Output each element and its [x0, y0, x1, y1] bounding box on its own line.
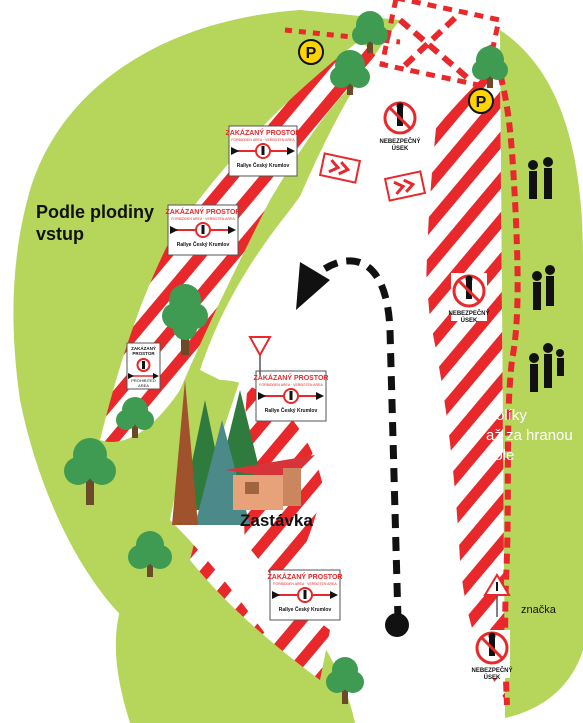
danger-sign: NEBEZPEČNÝ ÚSEK	[448, 273, 490, 324]
small-board-subtitle-1: PROHIBITED	[131, 378, 156, 383]
restricted-area-board: ZAKÁZANÝ PROSTOR FORBIDDEN AREA · VERBOT…	[166, 204, 241, 256]
barrier-tape-top	[284, 27, 401, 45]
tree-icon	[128, 531, 172, 577]
pegs-label-line3: pole	[486, 447, 514, 464]
danger-sign-text-1: NEBEZPEČNÝ	[471, 667, 512, 674]
danger-zone-right	[419, 60, 505, 700]
spectators-icon	[528, 157, 564, 392]
danger-zone-left	[100, 40, 380, 442]
restricted-board-title: ZAKÁZANÝ PROSTOR	[268, 572, 343, 581]
tree-icon	[330, 50, 370, 95]
pegs-label-line2: až za hranou	[486, 427, 573, 444]
danger-sign-text-1: NEBEZPEČNÝ	[379, 138, 420, 145]
restricted-board-event: Rallye Český Krumlov	[177, 241, 230, 248]
restricted-area-board-small: ZAKÁZANÝ PROSTOR PROHIBITED AREA	[126, 342, 161, 390]
danger-sign: NEBEZPEČNÝ ÚSEK	[379, 101, 421, 152]
field-bottom	[115, 520, 355, 723]
restricted-board-subtitle: FORBIDDEN AREA · VERBOTEN AREA	[231, 138, 295, 142]
barrier-junction	[379, 0, 502, 90]
warning-sign-icon	[483, 573, 511, 617]
tree-icon	[64, 438, 116, 505]
parking-label: P	[476, 94, 487, 111]
route-start-dot	[385, 613, 409, 637]
yield-sign-icon	[248, 336, 272, 375]
crop-field-label-line1: Podle plodiny	[36, 202, 154, 222]
restricted-board-title: ZAKÁZANÝ PROSTOR	[226, 128, 301, 137]
barrier-tape-right	[487, 43, 521, 706]
restricted-board-subtitle: FORBIDDEN AREA · VERBOTEN AREA	[259, 383, 323, 387]
crop-field-label-line2: vstup	[36, 224, 84, 244]
parking-sign-icon: P	[298, 39, 324, 65]
tall-tree-trunk	[172, 380, 198, 525]
trees	[64, 11, 508, 704]
restricted-area-board: ZAKÁZANÝ PROSTOR FORBIDDEN AREA · VERBOT…	[226, 125, 301, 177]
restricted-board-event: Rallye Český Krumlov	[265, 407, 318, 414]
small-board-title-2: PROSTOR	[132, 351, 155, 356]
danger-sign: NEBEZPEČNÝ ÚSEK	[471, 630, 513, 681]
barrier-cross-1	[398, 17, 472, 83]
parking-label: P	[306, 45, 317, 62]
tree-icon	[116, 397, 154, 438]
bus-stop-label: Zastávka	[240, 511, 313, 530]
restricted-board-title: ZAKÁZANÝ PROSTOR	[166, 207, 241, 216]
pegs-label-line1: Kolíky	[486, 407, 527, 424]
sign-note-label: značka	[521, 604, 557, 616]
restricted-board-event: Rallye Český Krumlov	[237, 162, 290, 169]
barrier-cross-2	[397, 15, 458, 73]
road	[200, 40, 480, 723]
restricted-area-board: ZAKÁZANÝ PROSTOR FORBIDDEN AREA · VERBOT…	[254, 370, 329, 422]
tree-icon	[472, 46, 508, 88]
route-arrowhead	[296, 262, 330, 310]
danger-sign-text-2: ÚSEK	[461, 317, 478, 324]
danger-sign-text-2: ÚSEK	[392, 145, 409, 152]
restricted-area-board: ZAKÁZANÝ PROSTOR FORBIDDEN AREA · VERBOT…	[268, 569, 343, 621]
parking-sign-icon: P	[468, 88, 494, 114]
chevron-board-icon	[318, 152, 362, 184]
tree-icon	[352, 11, 388, 53]
tree-icon	[162, 284, 208, 355]
restricted-board-title: ZAKÁZANÝ PROSTOR	[254, 373, 329, 382]
small-board-subtitle-2: AREA	[138, 383, 149, 388]
tree-icon	[326, 657, 364, 704]
chevron-board-icon	[383, 170, 427, 202]
danger-sign-text-2: ÚSEK	[484, 674, 501, 681]
small-board-title-1: ZAKÁZANÝ	[131, 345, 156, 351]
bus-stop-building	[225, 455, 315, 510]
field-right	[500, 30, 583, 718]
danger-sign-text-1: NEBEZPEČNÝ	[448, 310, 489, 317]
restricted-board-subtitle: FORBIDDEN AREA · VERBOTEN AREA	[171, 217, 235, 221]
restricted-board-subtitle: FORBIDDEN AREA · VERBOTEN AREA	[273, 582, 337, 586]
restricted-board-event: Rallye Český Krumlov	[279, 606, 332, 613]
